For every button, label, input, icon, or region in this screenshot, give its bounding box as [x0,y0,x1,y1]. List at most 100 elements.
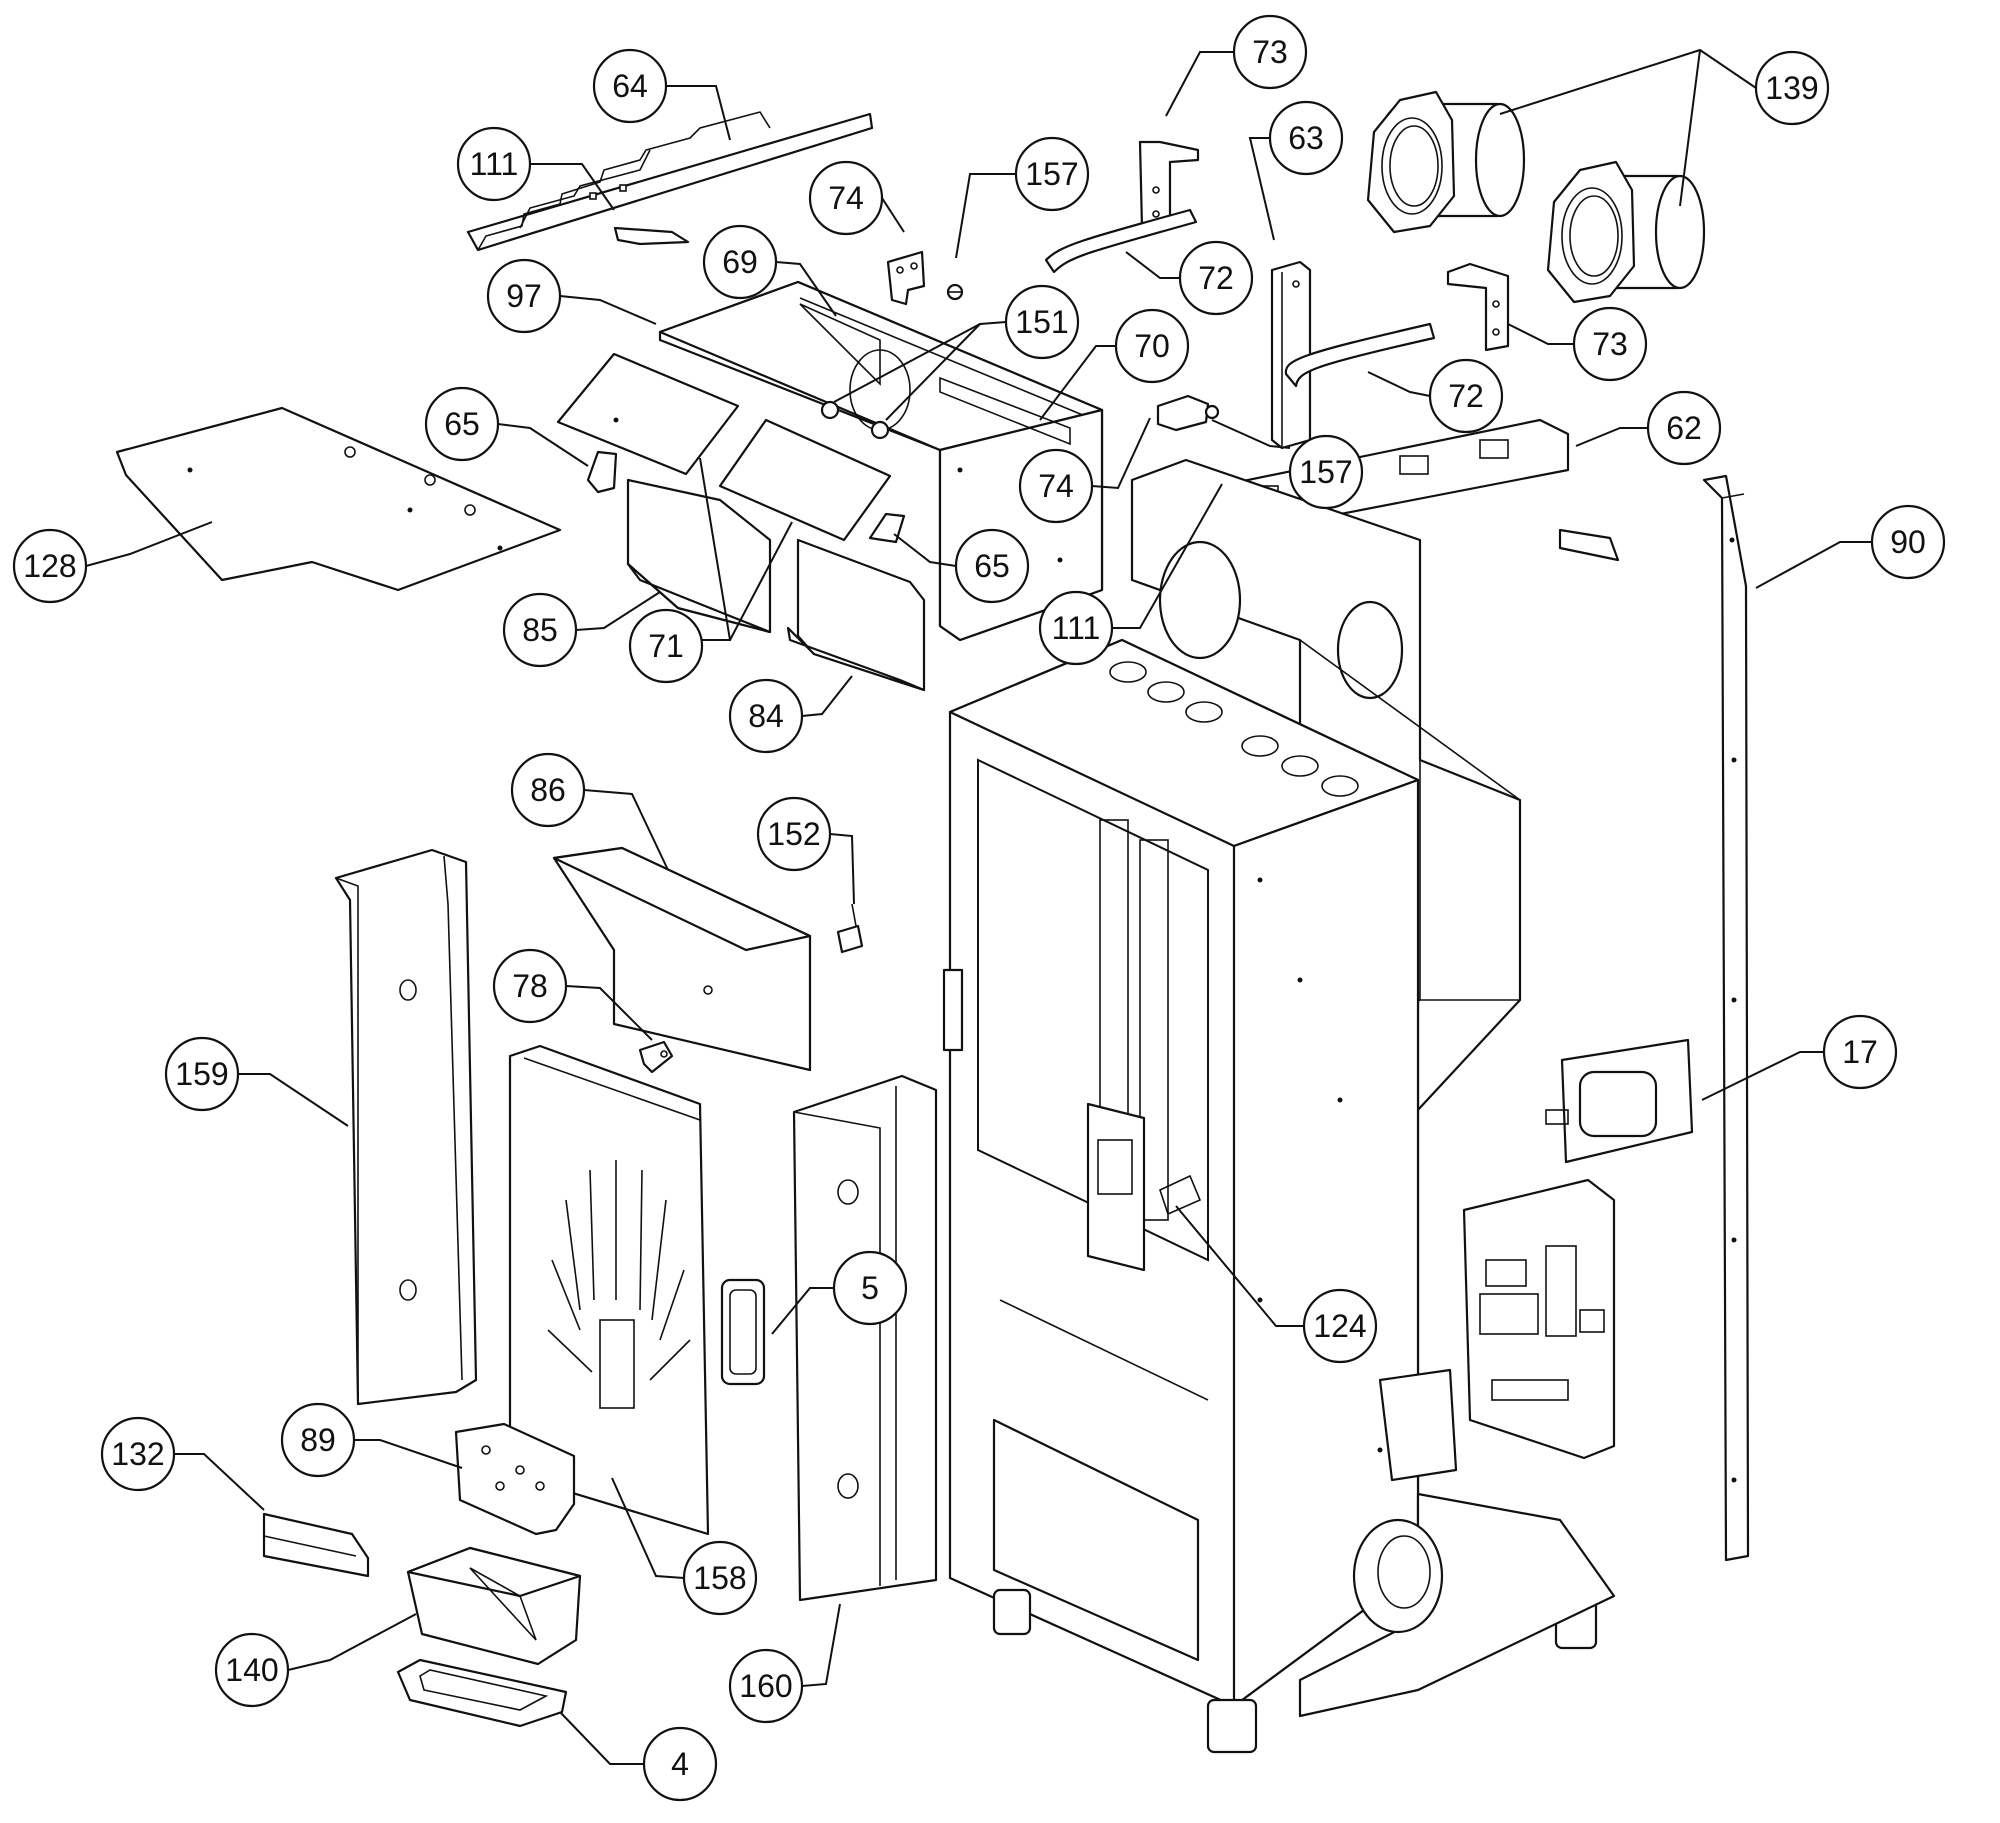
callout-111a-label: 111 [470,146,519,182]
part-base-tray [1298,1492,1616,1718]
callout-140-label: 140 [225,1652,278,1688]
callout-5: 5 [832,1250,908,1326]
callout-70-label: 70 [1134,328,1170,364]
callout-90: 90 [1870,504,1946,580]
leader-97 [559,295,657,325]
leader-72a [1125,251,1180,279]
callout-111b: 111 [1038,590,1114,666]
callout-73a: 73 [1232,14,1308,90]
callout-65b: 65 [954,528,1030,604]
callout-97-label: 97 [506,278,542,314]
callout-73b-label: 73 [1592,326,1628,362]
callout-151: 151 [1004,284,1080,360]
part-151-clips [820,400,890,440]
leader-151b [885,323,981,421]
callout-72b: 72 [1428,358,1504,434]
part-152-screw [836,903,864,954]
leader-132 [174,1453,265,1511]
leader-152 [829,833,855,905]
callout-62-label: 62 [1666,410,1702,446]
callout-159-label: 159 [175,1056,228,1092]
part-157-screw-top [946,283,964,301]
callout-71: 71 [628,608,704,684]
part-73-bracket-right [1446,262,1510,352]
callout-128: 128 [12,528,88,604]
callout-111b-label: 111 [1052,610,1101,646]
part-control-board [1378,1178,1616,1482]
leader-111a [530,163,615,211]
leader-128 [85,521,213,567]
callout-90-label: 90 [1890,524,1926,560]
callout-70: 70 [1114,308,1190,384]
callout-5-label: 5 [861,1270,879,1306]
part-111-clip [613,226,690,246]
callout-69: 69 [702,224,778,300]
callout-62: 62 [1646,390,1722,466]
leader-4 [559,1711,644,1765]
part-78-latch [638,1040,674,1074]
leader-5 [771,1287,834,1335]
callout-72a: 72 [1178,240,1254,316]
part-4-gasket-ring [396,1658,568,1728]
callout-74a: 74 [808,160,884,236]
leader-73b [1507,323,1574,345]
leader-63 [1248,137,1275,241]
callout-74b-label: 74 [1038,468,1074,504]
leader-70 [1039,345,1116,421]
part-72-rod-top [1044,208,1198,274]
callout-78-label: 78 [512,968,548,1004]
leader-157b [1211,419,1291,449]
callouts-layer: 64 111 74 157 73 63 [12,14,1946,1802]
part-90-tall-strip [1702,474,1750,1562]
callout-85: 85 [502,592,578,668]
callout-64-label: 64 [612,68,648,104]
callout-17: 17 [1822,1014,1898,1090]
leader-89 [354,1439,463,1469]
part-128-cover-plate [115,406,562,592]
callout-160-label: 160 [739,1668,792,1704]
part-160-right-panel [792,1074,938,1602]
leader-139b [1679,49,1701,207]
callout-128-label: 128 [23,548,76,584]
part-89-bracket [454,1422,576,1536]
leader-86 [583,789,669,871]
callout-64: 64 [592,48,668,124]
callout-63: 63 [1268,100,1344,176]
leader-65a [497,423,589,467]
part-71-deflector-a [556,352,740,476]
callout-73b: 73 [1572,306,1648,382]
callout-73a-label: 73 [1252,34,1288,70]
leader-78 [565,985,653,1041]
callout-139: 139 [1754,50,1830,126]
callout-157b-label: 157 [1299,454,1352,490]
leader-65b [893,533,957,567]
leader-158 [611,1477,685,1579]
callout-69-label: 69 [722,244,758,280]
part-159-left-panel [334,848,478,1406]
callout-78: 78 [492,948,568,1024]
parts-layer [115,90,1750,1754]
leader-72b [1367,371,1431,397]
callout-97: 97 [486,258,562,334]
callout-157a: 157 [1014,136,1090,212]
part-84-lower-box-right [786,538,926,692]
part-72-rod-mid [1284,322,1436,388]
leader-139a [1499,48,1757,115]
leader-62 [1575,427,1648,447]
part-17-inspection-door [1545,1038,1694,1164]
leader-74b [1091,417,1151,490]
leader-140 [287,1613,417,1671]
callout-74a-label: 74 [828,180,864,216]
leader-160 [801,1603,841,1687]
callout-89: 89 [280,1402,356,1478]
part-140-burner-pot [406,1546,582,1666]
callout-84: 84 [728,678,804,754]
callout-140: 140 [214,1632,290,1708]
callout-152-label: 152 [767,816,820,852]
callout-71-label: 71 [648,628,684,664]
leader-111b [1112,483,1223,629]
part-139-flue-adapter-b [1546,160,1706,304]
leader-124 [1175,1205,1304,1327]
part-124-inner-bracket [1159,1174,1202,1216]
